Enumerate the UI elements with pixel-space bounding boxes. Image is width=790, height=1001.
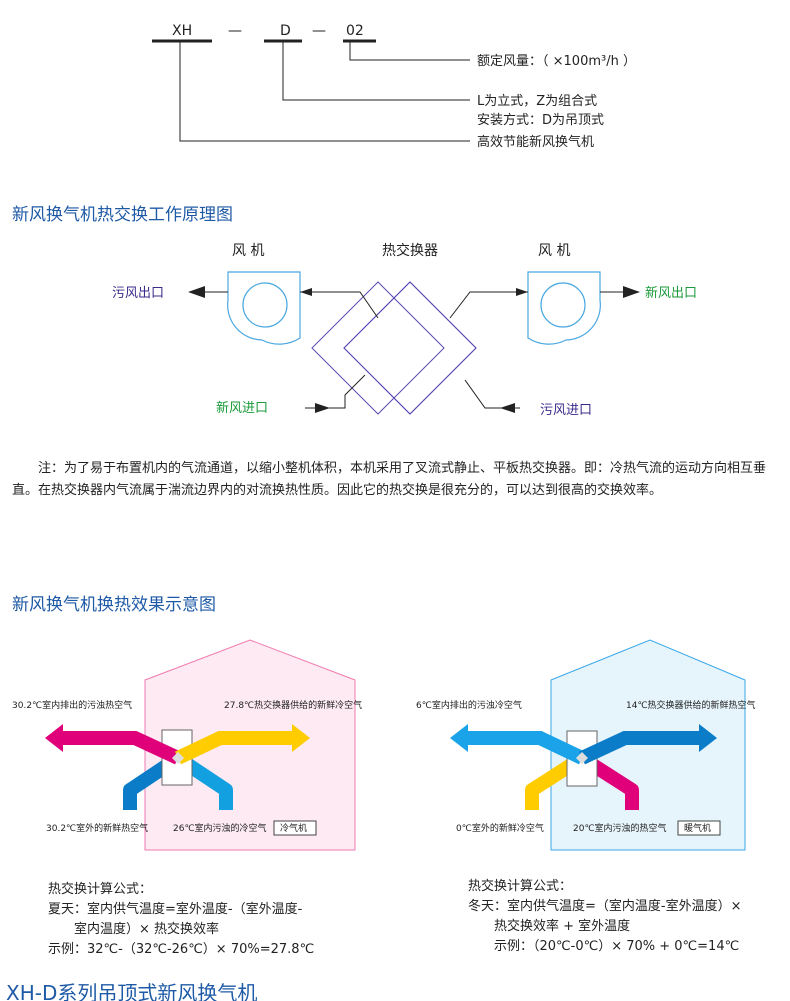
summer-formula: 热交换计算公式： 夏天：室内供气温度=室外温度-（室外温度- 室内温度）× 热交… [48, 880, 314, 960]
summer-diagram [45, 639, 356, 851]
code-label-type: L为立式，Z为组合式 [477, 94, 597, 109]
summer-exhaust-label: 30.2℃室内排出的污浊热空气 [12, 699, 132, 711]
heat-exchanger-icon [311, 281, 477, 415]
fan-left-icon [227, 271, 301, 345]
code-dash: — [228, 23, 242, 39]
airflow-lines [203, 291, 625, 409]
cooler-label: 冷气机 [280, 822, 307, 834]
code-install: D [280, 23, 291, 39]
summer-formula-title: 热交换计算公式： [48, 882, 153, 897]
winter-formula-line2: 热交换效率 + 室外温度 [494, 919, 631, 934]
dirty-inlet-label: 污风进口 [540, 403, 592, 418]
summer-outdoor-label: 30.2℃室外的新鲜热空气 [46, 822, 148, 834]
fan-right-icon [527, 271, 601, 345]
winter-diagram [450, 639, 746, 851]
note-paragraph: 注：为了易于布置机内的气流通道，以缩小整机体积，本机采用了叉流式静止、平板热交换… [12, 461, 767, 498]
fresh-inlet-label: 新风进口 [216, 400, 268, 416]
code-series: XH [172, 23, 192, 39]
code-airflow: 02 [346, 23, 364, 39]
code-label-install: 安装方式：D为吊顶式 [477, 112, 604, 128]
winter-outdoor-label: 0℃室外的新鲜冷空气 [456, 822, 544, 834]
heater-label: 暖气机 [684, 822, 711, 834]
section-title-effect: 新风换气机换热效果示意图 [12, 595, 216, 615]
model-code-diagram [152, 39, 470, 142]
arrow-icons [188, 286, 640, 413]
winter-formula-line1: 冬天：室内供气温度=（室内温度-室外温度）× [468, 899, 742, 914]
fan-right-label: 风 机 [538, 243, 570, 259]
fan-left-label: 风 机 [232, 243, 264, 259]
code-label-product: 高效节能新风换气机 [477, 134, 594, 150]
winter-supply-label: 14℃热交换器供给的新鲜热空气 [626, 699, 756, 711]
exchanger-label: 热交换器 [382, 242, 438, 259]
footer-title: XH-D系列吊顶式新风换气机 [6, 981, 258, 1001]
summer-formula-line1: 夏天：室内供气温度=室外温度-（室外温度- [48, 902, 303, 917]
fresh-outlet-label: 新风出口 [645, 285, 697, 301]
code-dash: — [312, 23, 326, 39]
winter-formula: 热交换计算公式： 冬天：室内供气温度=（室内温度-室外温度）× 热交换效率 + … [468, 877, 741, 957]
winter-example: 示例：（20℃-0℃）× 70% + 0℃=14℃ [494, 939, 740, 954]
section-title-principle: 新风换气机热交换工作原理图 [12, 205, 233, 225]
principle-diagram [188, 271, 640, 415]
summer-supply-label: 27.8℃热交换器供给的新鲜冷空气 [224, 699, 362, 711]
dirty-outlet-label: 污风出口 [112, 286, 164, 301]
winter-formula-title: 热交换计算公式： [468, 879, 573, 894]
summer-indoor-label: 26℃室内污浊的冷空气 [173, 822, 267, 834]
winter-indoor-label: 20℃室内污浊的热空气 [573, 822, 667, 834]
summer-formula-line2: 室内温度）× 热交换效率 [74, 922, 220, 937]
summer-example: 示例：32℃-（32℃-26℃）× 70%=27.8℃ [48, 942, 315, 957]
winter-exhaust-label: 6℃室内排出的污浊冷空气 [416, 699, 522, 711]
code-label-airflow: 额定风量：（ ×100m³/h ） [477, 54, 636, 69]
